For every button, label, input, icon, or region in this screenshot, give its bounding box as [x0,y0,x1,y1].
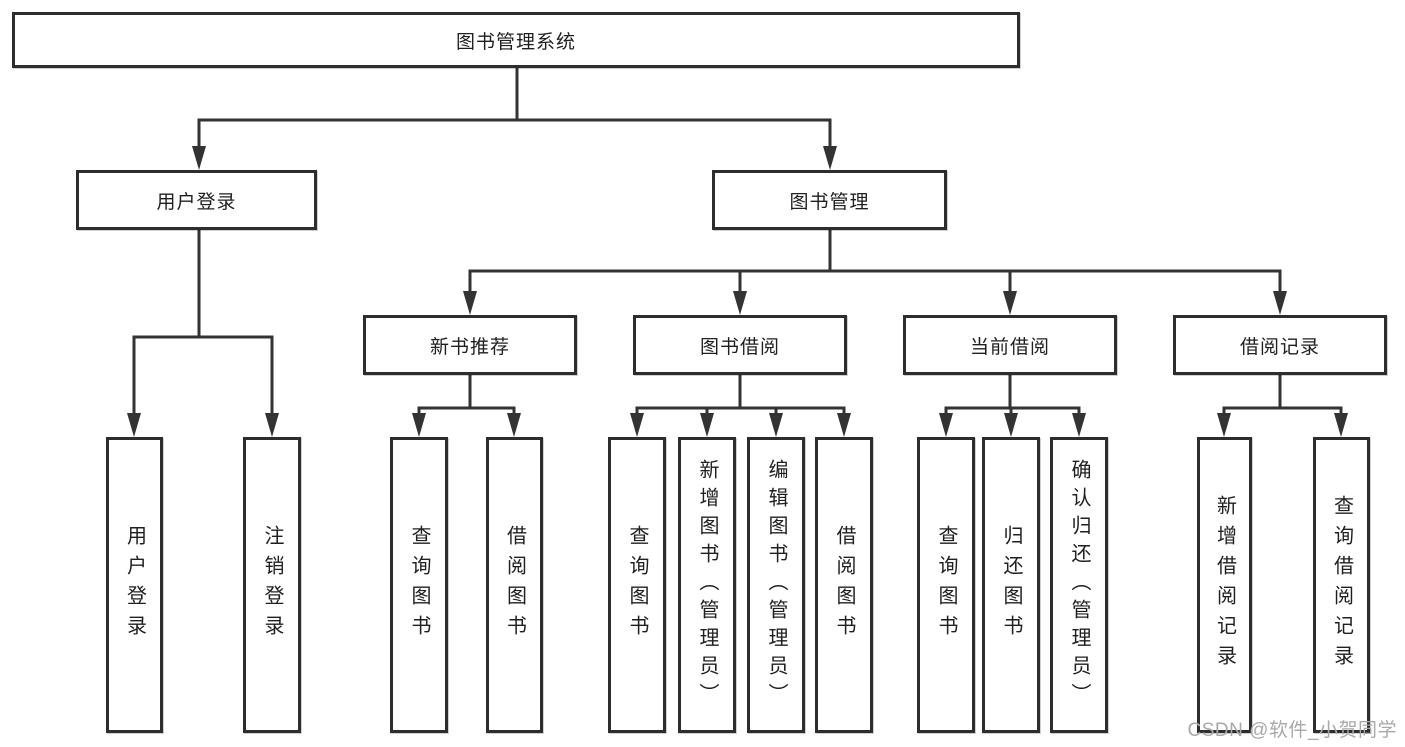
csdn-watermark: CSDN @软件_小贺同学 [1187,720,1397,741]
node-leaf-query-borrow-record: 查询借阅记录 [1313,437,1370,733]
node-group-current-borrow-label: 当前借阅 [969,336,1050,358]
node-branch-user-login: 用户登录 [76,170,317,230]
node-leaf-confirm-return-admin: 确认归还（管理员） [1050,437,1108,733]
node-leaf-borrow-query-book-label: 查询图书 [626,525,648,645]
node-root-label: 图书管理系统 [455,31,576,53]
node-leaf-newrec-borrow-book-label: 借阅图书 [503,525,526,645]
node-leaf-newrec-borrow-book: 借阅图书 [486,437,543,733]
node-branch-user-login-label: 用户登录 [156,191,237,213]
node-leaf-user-login-label: 用户登录 [123,525,146,645]
node-root-system: 图书管理系统 [12,12,1020,68]
node-leaf-add-book-admin: 新增图书（管理员） [678,437,736,733]
node-group-borrow-record-label: 借阅记录 [1239,336,1320,358]
node-leaf-logout-label: 注销登录 [261,525,283,645]
node-leaf-return-book-label: 归还图书 [1000,525,1022,645]
node-leaf-edit-book-admin: 编辑图书（管理员） [747,437,805,733]
node-group-current-borrow: 当前借阅 [903,315,1117,375]
node-leaf-query-borrow-record-label: 查询借阅记录 [1330,495,1353,675]
node-leaf-return-book: 归还图书 [982,437,1040,733]
node-branch-book-management: 图书管理 [712,170,947,230]
node-leaf-add-borrow-record: 新增借阅记录 [1197,437,1252,733]
node-leaf-borrow-borrow-book-label: 借阅图书 [833,525,855,645]
node-group-book-borrow-label: 图书借阅 [699,336,780,358]
node-leaf-add-borrow-record-label: 新增借阅记录 [1213,495,1236,675]
node-leaf-edit-book-admin-label: 编辑图书（管理员） [765,459,787,711]
node-leaf-logout: 注销登录 [243,437,301,733]
node-leaf-add-book-admin-label: 新增图书（管理员） [696,459,718,711]
node-leaf-confirm-return-admin-label: 确认归还（管理员） [1068,459,1090,711]
node-group-new-book-recommend-label: 新书推荐 [429,336,510,358]
node-group-new-book-recommend: 新书推荐 [363,315,577,375]
node-group-borrow-record: 借阅记录 [1173,315,1387,375]
node-leaf-user-login: 用户登录 [106,437,163,733]
node-leaf-newrec-query-book: 查询图书 [390,437,448,733]
node-leaf-current-query-book: 查询图书 [917,437,975,733]
arrowheads [127,146,1348,437]
node-leaf-borrow-query-book: 查询图书 [608,437,666,733]
node-branch-book-management-label: 图书管理 [789,191,870,213]
node-leaf-newrec-query-book-label: 查询图书 [408,525,430,645]
node-group-book-borrow: 图书借阅 [633,315,847,375]
node-leaf-borrow-borrow-book: 借阅图书 [815,437,873,733]
node-leaf-current-query-book-label: 查询图书 [935,525,957,645]
